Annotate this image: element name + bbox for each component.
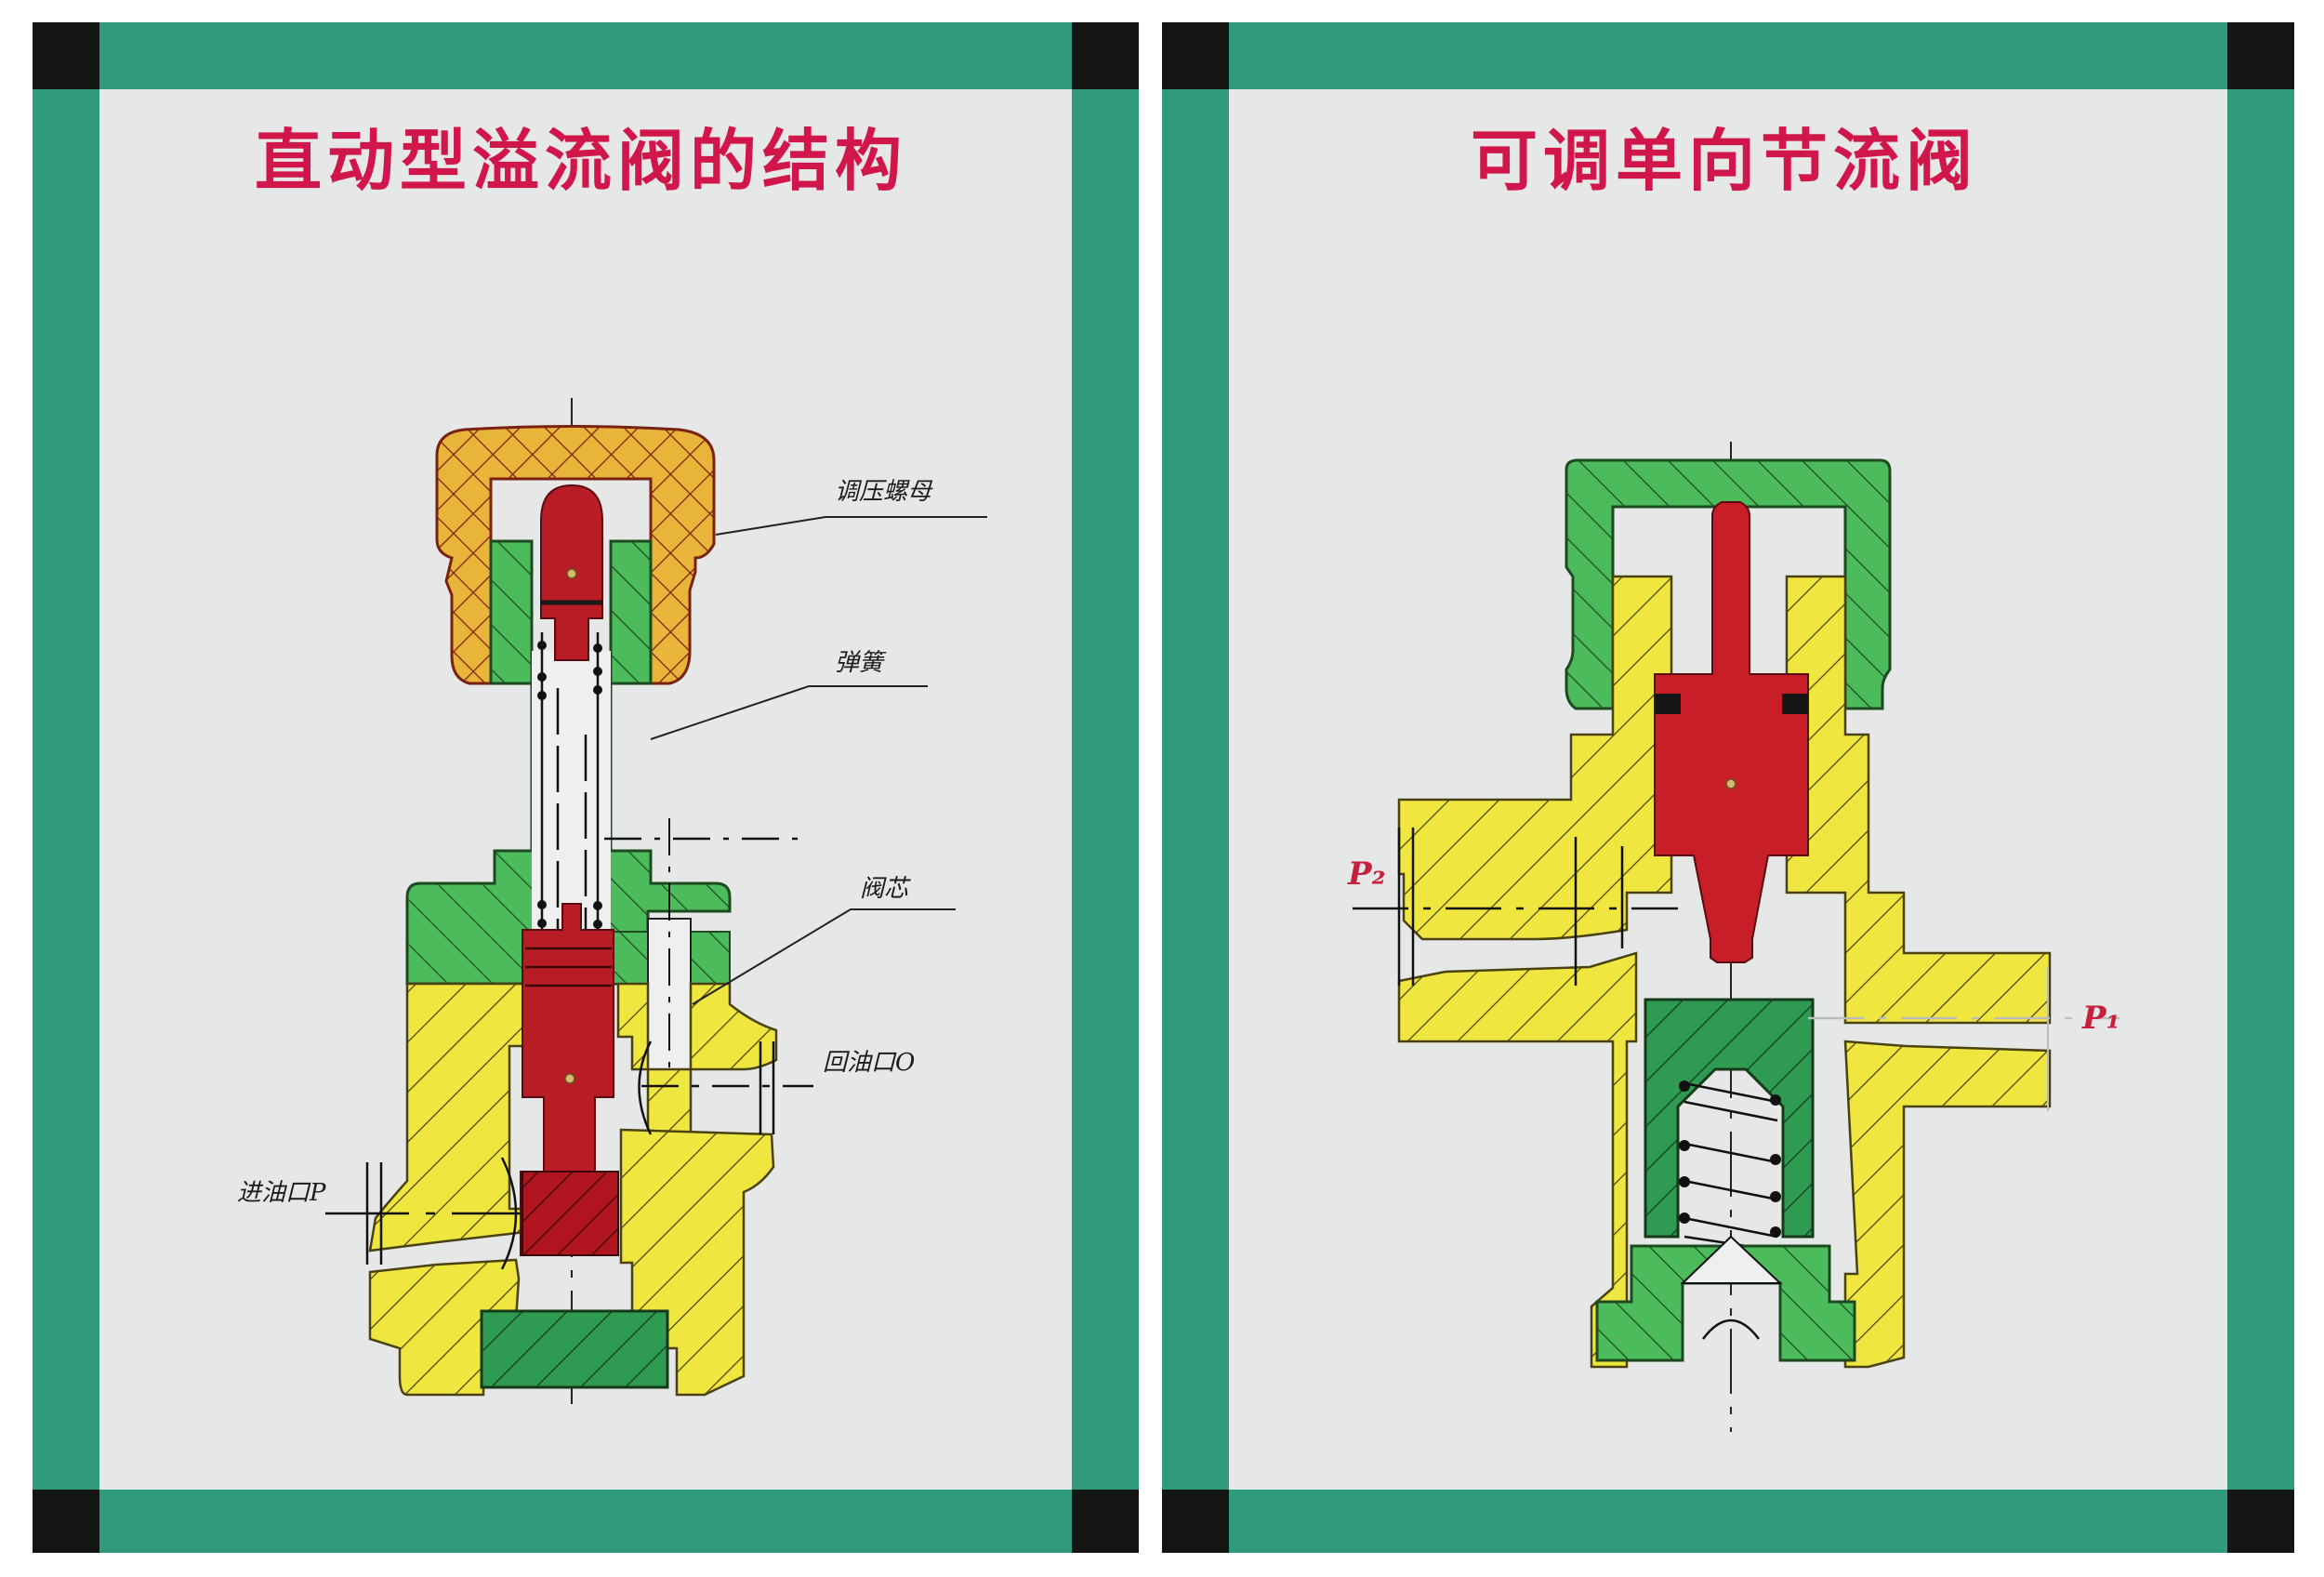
left-corner-br [1072, 1490, 1139, 1553]
body-upper-left [1397, 575, 1673, 941]
label-port-p2: P₂ [1348, 855, 1386, 893]
check-valve-part [1644, 998, 1815, 1239]
right-board-title: 可调单向节流阀 [1470, 122, 1978, 200]
left-frame-bottom [33, 1490, 1139, 1553]
left-corner-bl [33, 1490, 99, 1553]
label-return-port: 回油口O [823, 1049, 916, 1077]
bottom-plug-part [480, 1309, 669, 1389]
left-corner-tl [33, 22, 99, 89]
right-corner-bl [1162, 1490, 1229, 1553]
adjust-nut-part [435, 425, 716, 685]
body-upper-right [1785, 575, 2052, 1025]
right-corner-br [2227, 1490, 2294, 1553]
right-corner-tl [1162, 22, 1229, 89]
right-corner-tr [2227, 22, 2294, 89]
throttle-needle-part [1654, 501, 1809, 963]
label-valve-core: 阀芯 [860, 875, 909, 903]
left-frame-right [1072, 22, 1139, 1553]
body-right-upper [616, 982, 778, 1144]
right-frame-left [1162, 22, 1229, 1553]
spring-coils [540, 632, 600, 930]
label-adjust-nut: 调压螺母 [835, 478, 932, 506]
left-board-title: 直动型溢流阀的结构 [254, 122, 907, 200]
body-left-upper [368, 982, 534, 1252]
right-frame-right [2227, 22, 2294, 1553]
left-corner-tr [1072, 22, 1139, 89]
throttle-valve-diagram [1353, 442, 2119, 1432]
right-frame-bottom [1162, 1490, 2294, 1553]
label-spring: 弹簧 [835, 649, 884, 677]
label-inlet-port: 进油口P [237, 1179, 326, 1207]
left-frame-left [33, 22, 99, 1553]
left-frame-top [33, 22, 1139, 89]
relief-valve-diagram [325, 398, 987, 1404]
cap-part [1565, 458, 1892, 710]
right-frame-top [1162, 22, 2294, 89]
body-lower-right [1843, 1040, 2052, 1369]
label-port-p1: P₁ [2082, 1000, 2120, 1037]
